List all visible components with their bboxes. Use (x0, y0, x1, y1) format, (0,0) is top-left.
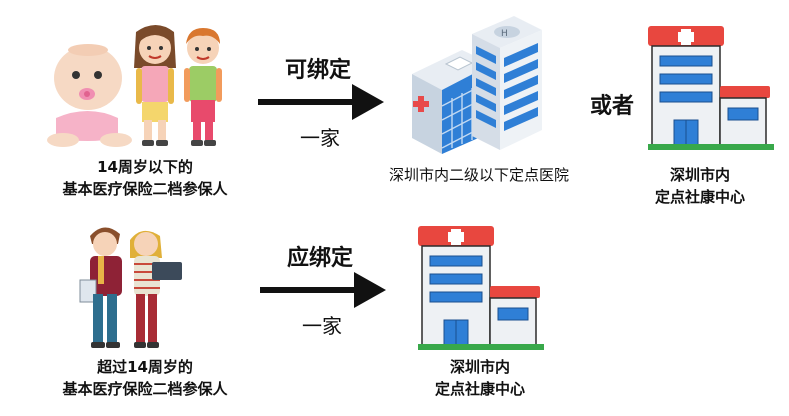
community-center-label-1-line1: 深圳市内 (669, 166, 730, 184)
arrow1-label-bottom: 一家 (300, 126, 340, 150)
teen-boy-figure (79, 227, 122, 348)
arrow2-label-bottom: 一家 (302, 314, 342, 338)
arrow1-label-top: 可绑定 (284, 58, 351, 83)
teens-group-label-line2: 基本医疗保险二档参保人 (62, 380, 228, 398)
community-center-label-1: 深圳市内 定点社康中心 (630, 164, 770, 208)
community-center-label-1-line2: 定点社康中心 (654, 188, 745, 206)
community-center-label-2-line1: 深圳市内 (449, 358, 510, 376)
arrow1 (258, 84, 384, 120)
baby-figure (47, 44, 132, 147)
or-label: 或者 (589, 94, 634, 119)
children-group-label-line2: 基本医疗保险二档参保人 (62, 180, 228, 198)
teens-illustration (79, 227, 182, 348)
arrow2-label-top: 应绑定 (286, 246, 353, 271)
community-center-icon-2 (418, 226, 544, 350)
community-center-label-2-line2: 定点社康中心 (434, 380, 525, 398)
children-group-label: 14周岁以下的 基本医疗保险二档参保人 (20, 156, 270, 200)
hospital-label: 深圳市内二级以下定点医院 (388, 166, 569, 184)
svg-text:H: H (501, 29, 508, 39)
community-center-icon-1 (648, 26, 774, 150)
teen-girl-figure (130, 230, 182, 348)
girl-figure (134, 25, 176, 146)
teens-group-label: 超过14周岁的 基本医疗保险二档参保人 (20, 356, 270, 400)
boy-figure (184, 28, 222, 146)
teens-group-label-line1: 超过14周岁的 (97, 358, 193, 376)
arrow2 (260, 272, 386, 308)
hospital-building-icon: H (412, 16, 542, 154)
children-illustration (47, 25, 222, 147)
community-center-label-2: 深圳市内 定点社康中心 (410, 356, 550, 400)
children-group-label-line1: 14周岁以下的 (97, 158, 193, 176)
